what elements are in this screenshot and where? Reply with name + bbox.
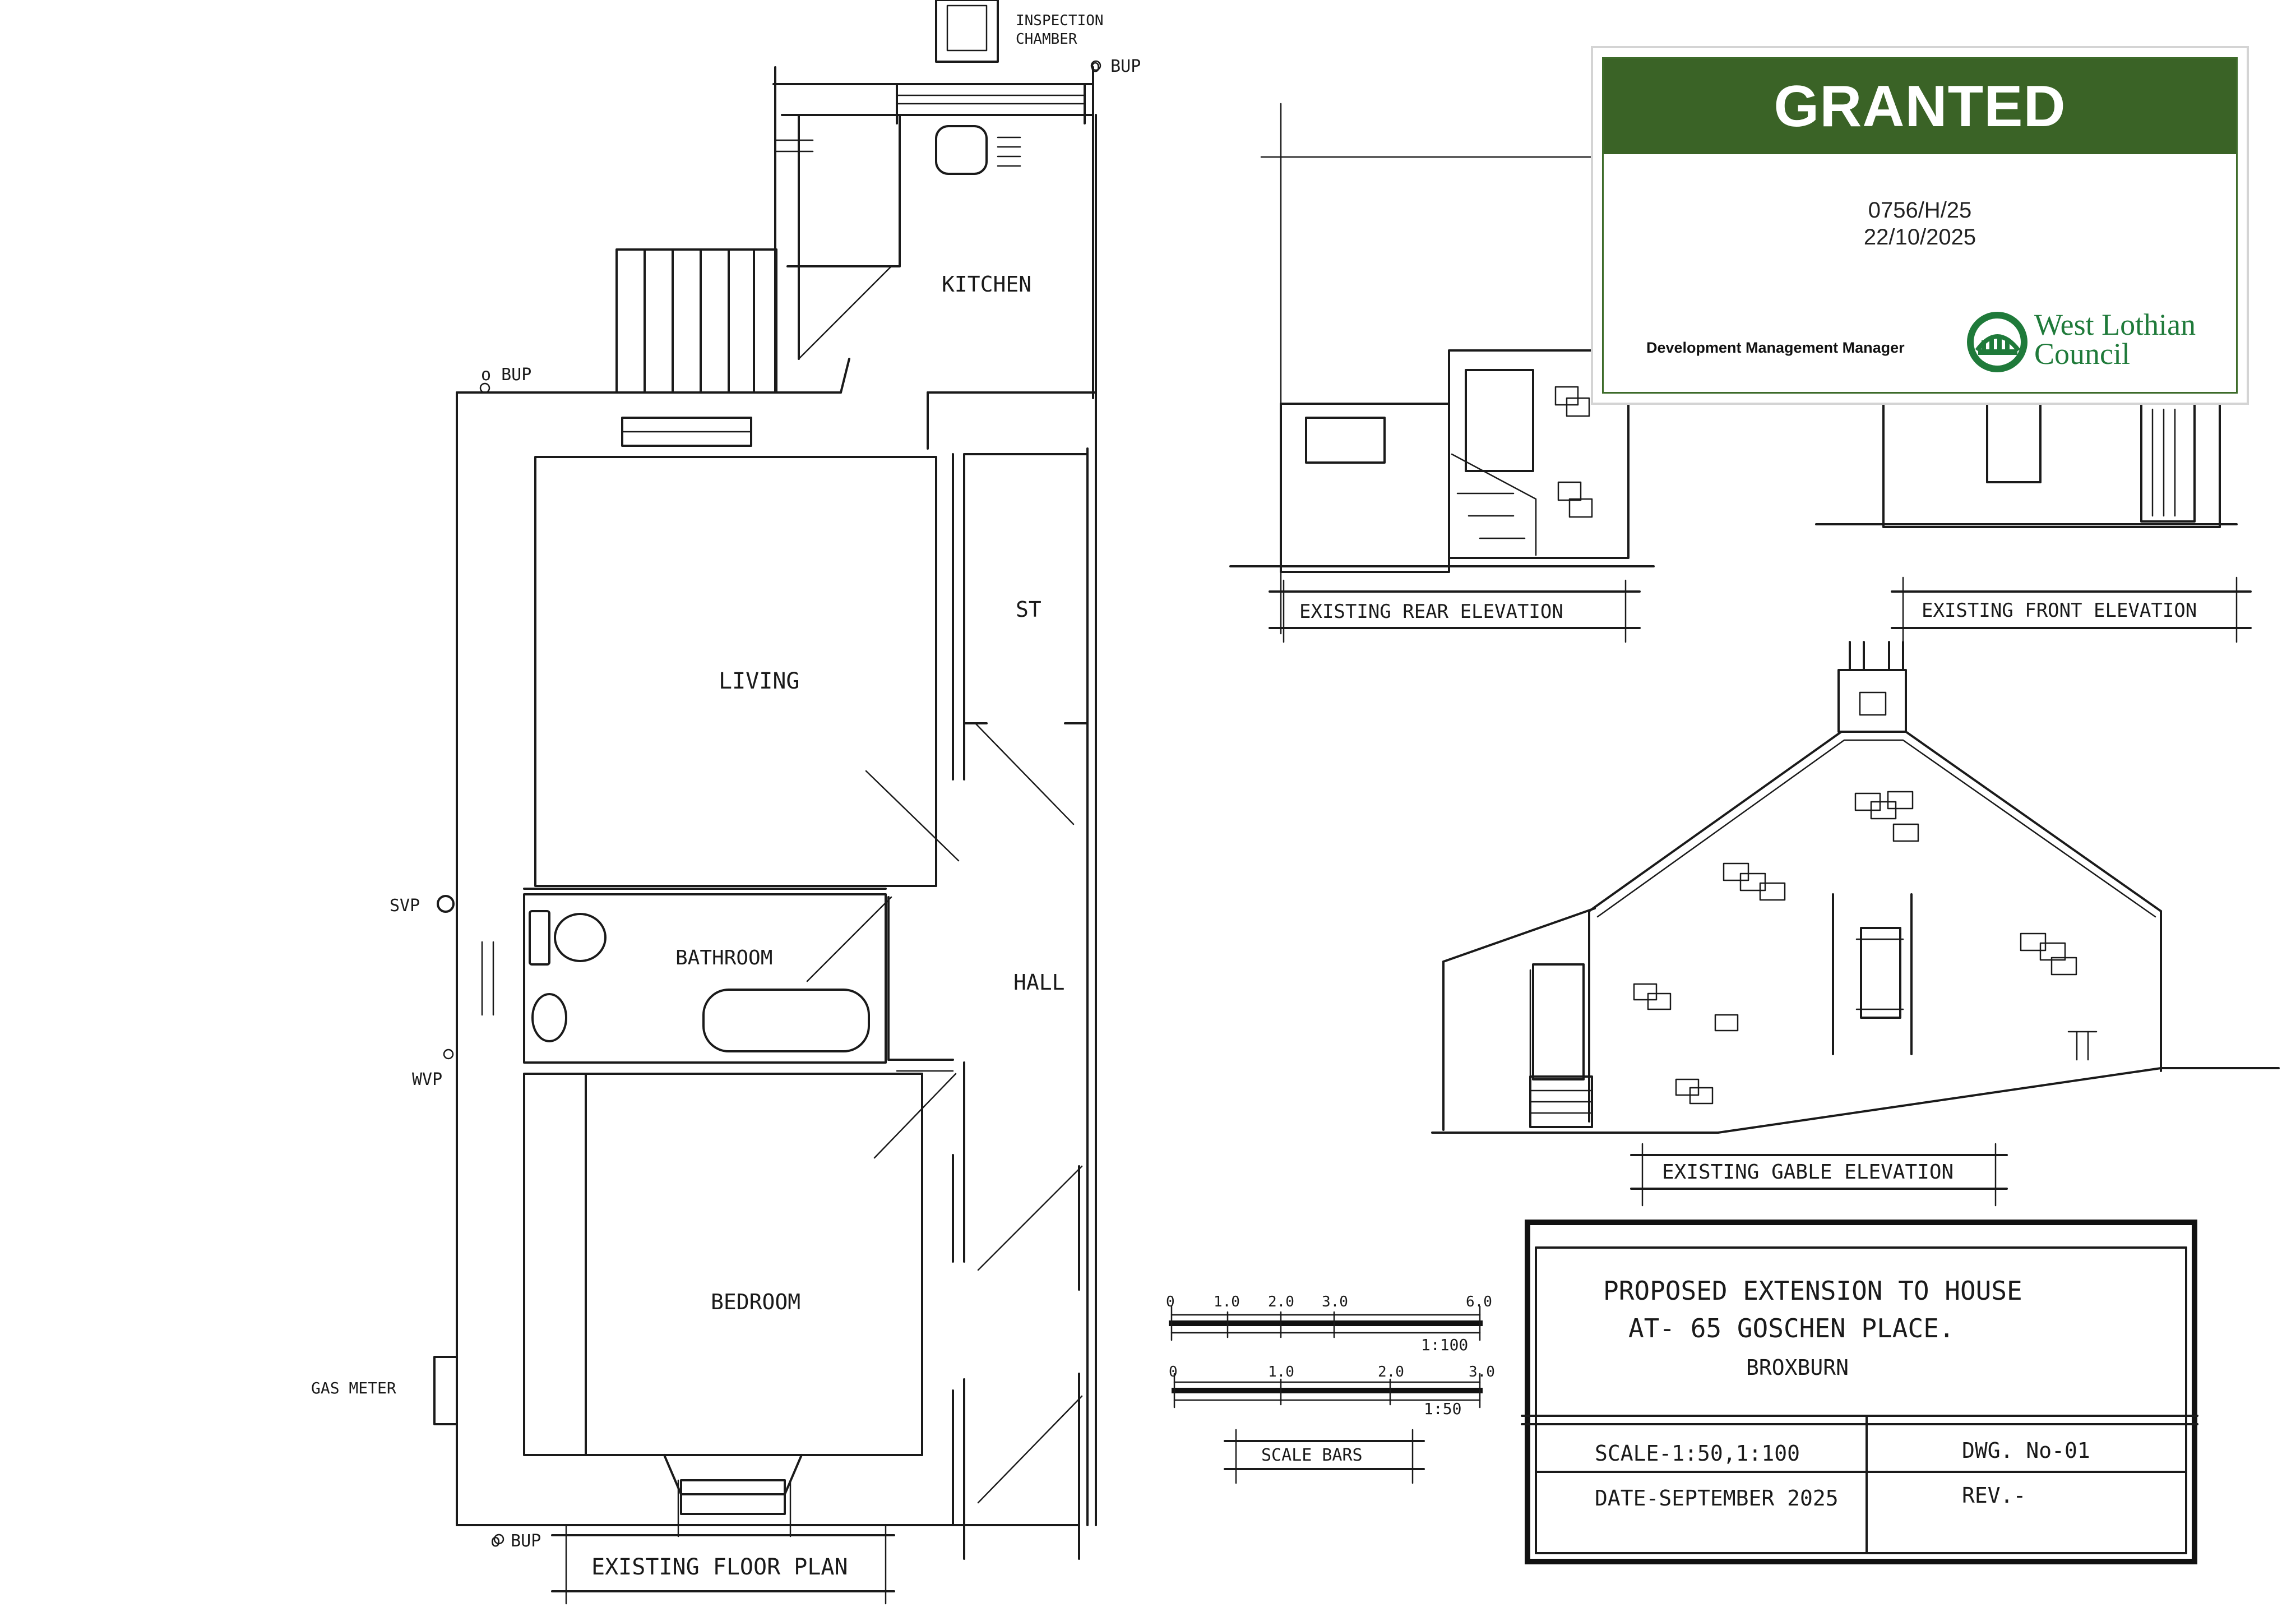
scale-bar1-tick-3: 3.0 [1322, 1294, 1348, 1310]
title-block: PROPOSED EXTENSION TO HOUSE AT- 65 GOSCH… [1521, 1220, 2198, 1564]
bedroom-label: BEDROOM [711, 1290, 800, 1314]
hall-label: HALL [1013, 970, 1065, 995]
scale-bar1-ratio: 1:100 [1421, 1336, 1468, 1354]
council-name-line2: Council [2034, 337, 2130, 371]
rear-elevation: EXISTING REAR ELEVATION [1229, 103, 1655, 643]
bup-label-left: o BUP [481, 365, 531, 385]
living-label: LIVING [719, 668, 800, 694]
council-name-line1: West Lothian [2034, 308, 2196, 341]
floor-plan-title: EXISTING FLOOR PLAN [591, 1554, 848, 1580]
scale-bars-title: SCALE BARS [1261, 1445, 1363, 1465]
gable-elevation-title: EXISTING GABLE ELEVATION [1662, 1161, 1954, 1184]
stamp-reference: 0756/H/25 [1868, 198, 1972, 223]
st-label: ST [1016, 597, 1041, 622]
title-line2: AT- 65 GOSCHEN PLACE. [1628, 1313, 1955, 1343]
scale-bar2-ratio: 1:50 [1424, 1400, 1461, 1418]
title-line3: BROXBURN [1746, 1355, 1849, 1380]
inspection-chamber-label-line2: CHAMBER [1016, 31, 1077, 48]
council-logo: West Lothian Council [1965, 306, 2228, 384]
wvp-label: WVP [412, 1070, 442, 1089]
bup-label-top: o BUP [1090, 57, 1141, 76]
scale-bar2-tick-3: 3.0 [1469, 1364, 1495, 1380]
stamp-status: GRANTED [1604, 59, 2236, 154]
west-lothian-council-crest-icon [1967, 312, 2027, 372]
scale-bar2-tick-0: 0 [1169, 1364, 1178, 1380]
scale-bar2-tick-2: 2.0 [1378, 1364, 1404, 1380]
inspection-chamber-label-line1: INSPECTION [1016, 12, 1104, 29]
scale-bar2-tick-1: 1.0 [1268, 1364, 1294, 1380]
bathroom-label: BATHROOM [675, 946, 772, 969]
kitchen-label: KITCHEN [942, 272, 1031, 297]
planning-granted-stamp: GRANTED 0756/H/25 22/10/2025 Development… [1591, 46, 2249, 405]
title-line1: PROPOSED EXTENSION TO HOUSE [1603, 1276, 2022, 1306]
scale-bar1-tick-0: 0 [1166, 1294, 1175, 1310]
svp-label: SVP [390, 896, 420, 916]
title-date: DATE-SEPTEMBER 2025 [1595, 1486, 1839, 1511]
scale-bar1-tick-4: 6.0 [1466, 1294, 1492, 1310]
title-drawing-number: DWG. No-01 [1962, 1438, 2090, 1463]
bup-label-bottom: o BUP [490, 1531, 541, 1551]
stamp-date: 22/10/2025 [1863, 225, 1976, 250]
stamp-frame: GRANTED 0756/H/25 22/10/2025 Development… [1602, 57, 2238, 394]
gas-meter-label: GAS METER [311, 1379, 396, 1397]
title-scale: SCALE-1:50,1:100 [1595, 1441, 1800, 1466]
title-revision: REV.- [1962, 1483, 2026, 1508]
floor-plan: INSPECTION CHAMBER o BUP o BUP KITCHEN L… [311, 0, 1141, 1605]
rear-elevation-title: EXISTING REAR ELEVATION [1299, 601, 1563, 623]
gable-elevation: EXISTING GABLE ELEVATION [1431, 641, 2280, 1207]
scale-bar1-tick-2: 2.0 [1268, 1294, 1294, 1310]
front-elevation-title: EXISTING FRONT ELEVATION [1922, 599, 2197, 622]
stamp-officer: Development Management Manager [1646, 339, 1905, 356]
scale-bar1-tick-1: 1.0 [1214, 1294, 1240, 1310]
scale-bars: 0 1.0 2.0 3.0 6.0 1:100 0 1.0 2.0 3.0 1:… [1166, 1294, 1495, 1484]
front-elevation: EXISTING FRONT ELEVATION [1815, 391, 2252, 643]
